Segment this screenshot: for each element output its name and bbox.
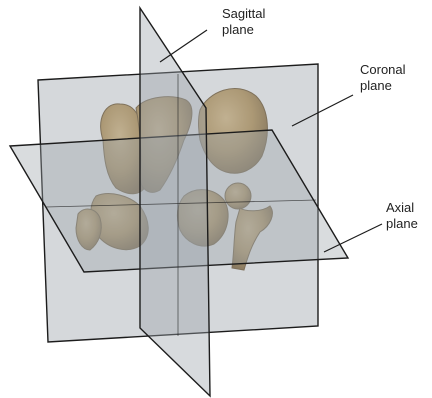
axial-label-line1: Axial	[386, 200, 414, 215]
sagittal-plane-label: Sagittal plane	[222, 6, 269, 37]
sagittal-plane	[140, 8, 210, 396]
coronal-label-line1: Coronal	[360, 62, 406, 77]
sagittal-label-line2: plane	[222, 22, 254, 37]
sagittal-leader-line	[160, 30, 207, 62]
coronal-plane-label: Coronal plane	[360, 62, 409, 93]
coronal-label-line2: plane	[360, 78, 392, 93]
axial-plane-label: Axial plane	[386, 200, 418, 231]
sagittal-label-line1: Sagittal	[222, 6, 265, 21]
axial-label-line2: plane	[386, 216, 418, 231]
